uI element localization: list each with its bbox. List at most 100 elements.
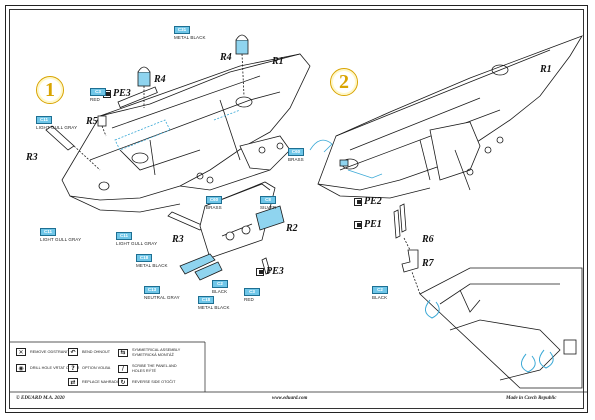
- reverse-side-icon: ↻: [118, 378, 128, 386]
- color-name: BLACK: [212, 288, 228, 294]
- footer-origin: Made in Czech Republic: [506, 396, 557, 401]
- legend-option-text: OPTION VOLBA: [82, 365, 111, 370]
- pe2-label-group: PE2: [354, 196, 382, 207]
- ref-r7: R7: [422, 258, 434, 269]
- pe1-label-group: PE1: [354, 219, 382, 230]
- color-code-chip: C2: [372, 286, 388, 294]
- color-name: BRASS: [206, 204, 222, 210]
- weapons-bay-step1-drawing: [61, 53, 311, 213]
- color-name: BRASS: [288, 156, 304, 162]
- color-callout-red-pe3: C3 RED: [90, 88, 106, 102]
- legend-replace-text: REPLACE NAHRADIT: [82, 379, 121, 384]
- ref-r4-right: R4: [220, 52, 232, 63]
- color-code-chip: C2: [212, 280, 228, 288]
- color-callout-light-gull-gray-left: C11 LIGHT GULL GRAY: [36, 116, 77, 130]
- color-name: NEUTRAL GRAY: [144, 294, 180, 300]
- color-name: METAL BLACK: [136, 262, 168, 268]
- color-callout-black-right: C2 BLACK: [372, 286, 388, 300]
- r5-part: [97, 115, 107, 137]
- color-code-chip: C18: [136, 254, 152, 262]
- color-name: LIGHT GULL GRAY: [40, 236, 82, 242]
- legend-bend-text: BEND OHNOUT: [82, 349, 111, 354]
- symmetry-icon: ⇆: [118, 348, 128, 357]
- color-callout-metal-black-lower: C18 METAL BLACK: [198, 296, 230, 310]
- pe-icon: [354, 220, 362, 229]
- color-code-chip: C18: [198, 296, 214, 304]
- color-callout-light-gull-gray-mid: C11 LIGHT GULL GRAY: [40, 228, 81, 242]
- color-code-chip: C13: [144, 286, 160, 294]
- scribe-icon: /: [118, 364, 128, 373]
- legend-reverse: ↻ REVERSE SIDE OTOČIT: [118, 378, 175, 386]
- detail-inset: [411, 267, 583, 389]
- color-callout-brass-right: C60 BRASS: [288, 148, 304, 162]
- color-callout-silver-mid: C8 SILVER: [260, 196, 276, 210]
- step-number-1: 1: [36, 76, 64, 104]
- legend-drill-text: DRILL HOLE VRTAT OTVOR: [30, 365, 80, 370]
- legend-remove: ✕ REMOVE ODSTRANIT: [16, 348, 69, 356]
- pe3-bottom-label: PE3: [266, 266, 284, 277]
- replace-icon: ⇄: [68, 378, 78, 386]
- color-code-chip: C3: [244, 288, 260, 296]
- footer-website: www.eduard.com: [272, 396, 308, 401]
- outer-frame: [5, 5, 588, 413]
- color-name: RED: [90, 96, 100, 102]
- ref-r3-left: R3: [26, 152, 38, 163]
- color-code-chip: C11: [36, 116, 52, 124]
- pe-icon: [256, 267, 264, 276]
- ref-r4-left: R4: [154, 74, 166, 85]
- color-code-chip: C11: [40, 228, 56, 236]
- color-name: METAL BLACK: [174, 34, 206, 40]
- legend-reverse-text: REVERSE SIDE OTOČIT: [132, 379, 176, 384]
- color-callout-light-gull-gray-lower: C11 LIGHT GULL GRAY: [116, 232, 157, 246]
- pe3-bottom-label-group: PE3: [256, 266, 284, 277]
- pe2-label: PE2: [364, 196, 382, 207]
- pe3-top-label-group: PE3: [103, 88, 131, 99]
- legend-divider: [10, 341, 588, 393]
- color-callout-black-lower: C2 BLACK: [212, 280, 228, 294]
- legend-symmetrical-text: SYMMETRICAL ASSEMBLY SYMETRICKÁ MONTÁŽ: [132, 348, 181, 357]
- pe-icon: [354, 197, 362, 206]
- legend-drill: ◉ DRILL HOLE VRTAT OTVOR: [16, 364, 79, 372]
- footer-copyright: © EDUARD M.A. 2020: [16, 396, 65, 401]
- color-name: LIGHT GULL GRAY: [36, 124, 78, 130]
- legend-scribe-text: SCRIBE THE PANEL AND HOLES RÝTÉ: [132, 364, 177, 373]
- legend-remove-text: REMOVE ODSTRANIT: [30, 349, 70, 354]
- legend-symmetrical: ⇆ SYMMETRICAL ASSEMBLY SYMETRICKÁ MONTÁŽ: [118, 348, 184, 357]
- color-callout-neutral-gray: C13 NEUTRAL GRAY: [144, 286, 180, 300]
- ref-r1-right: R1: [540, 64, 552, 75]
- legend-bend: ↶ BEND OHNOUT: [68, 348, 110, 356]
- color-code-chip: C8: [260, 196, 276, 204]
- pe1-label: PE1: [364, 219, 382, 230]
- legend-replace: ⇄ REPLACE NAHRADIT: [68, 378, 120, 386]
- legend-scribe: / SCRIBE THE PANEL AND HOLES RÝTÉ: [118, 364, 184, 373]
- r3-left-strut: [45, 125, 101, 171]
- step-number-2: 2: [330, 68, 358, 96]
- color-callout-red-pe3-lower: C3 RED: [244, 288, 260, 302]
- ref-r2: R2: [286, 223, 298, 234]
- ref-r6: R6: [422, 234, 434, 245]
- ref-r1-left: R1: [272, 56, 284, 67]
- ref-r3-lower: R3: [172, 234, 184, 245]
- color-callout-metal-black-top: C31 METAL BLACK: [174, 26, 206, 40]
- legend-option: ? OPTION VOLBA: [68, 364, 110, 372]
- drill-hole-icon: ◉: [16, 364, 26, 372]
- pe3-top-label: PE3: [113, 88, 131, 99]
- color-name: SILVER: [260, 204, 277, 210]
- remove-icon: ✕: [16, 348, 26, 356]
- pe-parts-right: [393, 203, 419, 273]
- color-code-chip: C31: [174, 26, 190, 34]
- color-code-chip: C60: [206, 196, 222, 204]
- color-name: BLACK: [372, 294, 388, 300]
- color-name: RED: [244, 296, 254, 302]
- color-code-chip: C11: [116, 232, 132, 240]
- color-callout-metal-black-r3: C18 METAL BLACK: [136, 254, 168, 268]
- inner-frame: [9, 9, 584, 409]
- color-name: LIGHT GULL GRAY: [116, 240, 158, 246]
- option-icon: ?: [68, 364, 78, 372]
- r4-parts: [137, 34, 249, 108]
- ref-r5: R5: [86, 116, 98, 127]
- color-callout-brass-center: C60 BRASS: [206, 196, 222, 210]
- weapons-bay-step2-drawing: [309, 35, 583, 199]
